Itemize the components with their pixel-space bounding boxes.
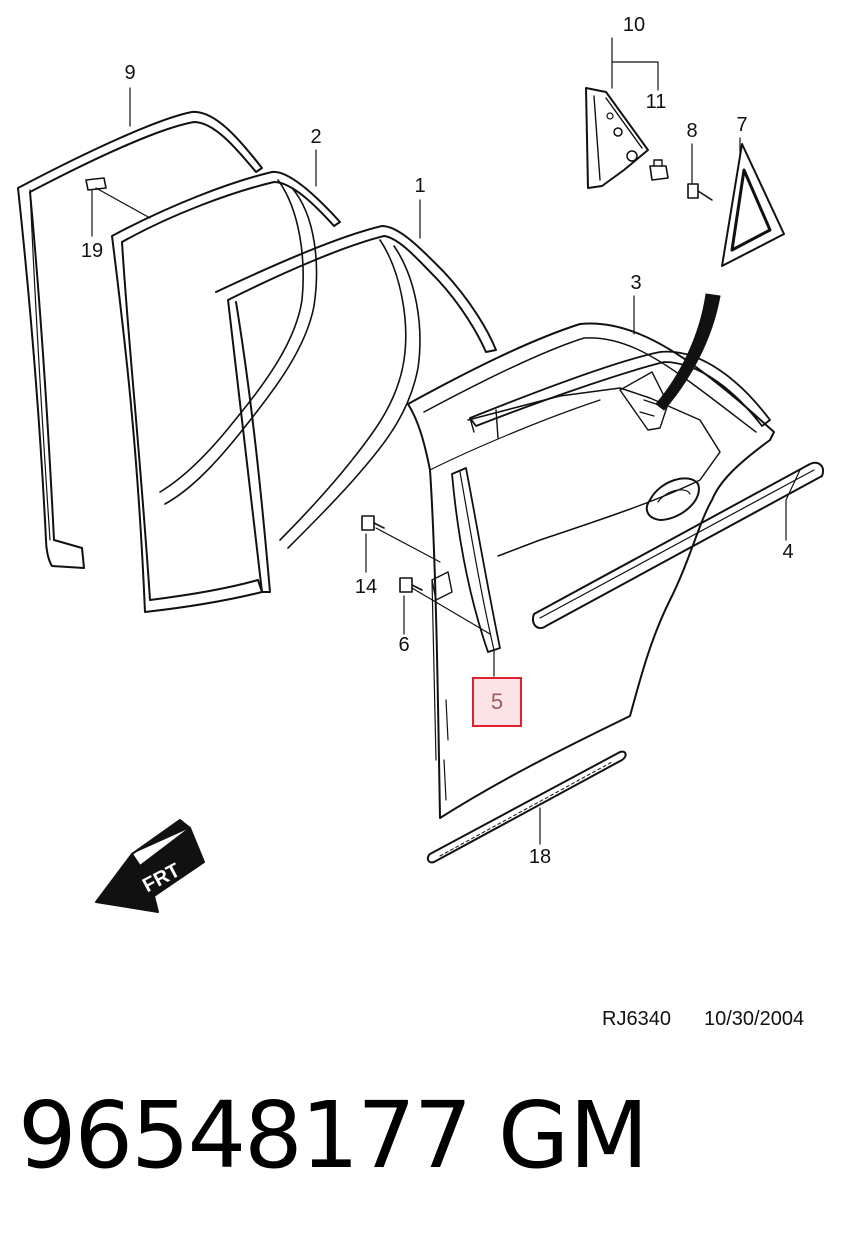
channel-3 <box>469 350 771 439</box>
front-direction-arrow-icon: FRT <box>95 819 205 913</box>
callout-4: 4 <box>782 541 794 563</box>
screw-14 <box>361 515 385 531</box>
seal-1 <box>215 225 497 593</box>
door-panel <box>407 322 775 819</box>
highlight-box-part-5 <box>472 677 522 727</box>
screw-6 <box>399 577 423 593</box>
bracket-10 <box>585 87 649 189</box>
callout-14: 14 <box>354 576 378 598</box>
screw-8 <box>687 183 713 201</box>
callout-19: 19 <box>80 240 104 262</box>
callout-10: 10 <box>622 14 646 36</box>
clip-19 <box>85 177 107 191</box>
callout-7: 7 <box>736 114 748 136</box>
callout-3: 3 <box>630 272 642 294</box>
part-number: 96548177 <box>18 1082 472 1189</box>
brand-name: GM <box>498 1082 649 1189</box>
callout-11: 11 <box>645 91 667 113</box>
molding-4 <box>532 461 824 630</box>
callout-18: 18 <box>528 846 552 868</box>
seal-2 <box>111 170 341 613</box>
applique-5 <box>431 467 501 653</box>
channel-pointer <box>655 293 721 411</box>
nut-11 <box>649 159 669 181</box>
reference-date: 10/30/2004 <box>704 1008 805 1030</box>
callout-6: 6 <box>398 634 410 656</box>
leader-lines <box>91 37 801 845</box>
reference-code: RJ6340 <box>602 1008 671 1030</box>
callout-9: 9 <box>124 62 136 84</box>
seal-9 <box>17 110 263 569</box>
callout-1: 1 <box>414 175 426 197</box>
callout-8: 8 <box>686 120 698 142</box>
exploded-door-diagram: FRT <box>17 37 824 913</box>
molding-18 <box>426 750 627 864</box>
callout-2: 2 <box>310 126 322 148</box>
triangle-trim-7 <box>721 143 785 267</box>
callout-5: 5 <box>490 689 504 714</box>
